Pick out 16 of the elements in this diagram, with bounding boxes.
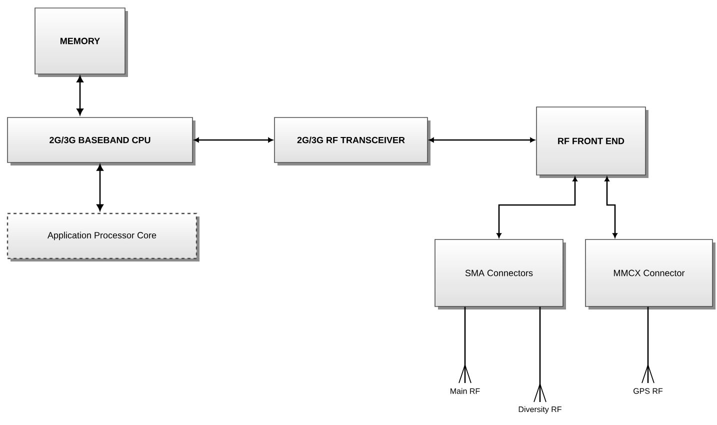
antenna-label: Main RF [450,388,480,394]
antenna-label: Diversity RF [518,406,562,414]
block-box: RF FRONT END [536,106,648,178]
arrow [96,164,104,211]
block-box: 2G/3G BASEBAND CPU [7,117,196,166]
block-box: MMCX Connector [585,239,716,310]
arrow [496,176,578,238]
arrow [194,138,273,142]
arrow [604,176,618,238]
arrow [429,138,535,142]
block-box: 2G/3G RF TRANSCEIVER [274,117,430,166]
block-box: SMA Connectors [434,239,566,310]
block-box: MEMORY [34,8,128,77]
arrow [76,76,84,116]
antenna-label: GPS RF [634,388,663,394]
dashed-block-box: Application Processor Core [6,212,200,262]
